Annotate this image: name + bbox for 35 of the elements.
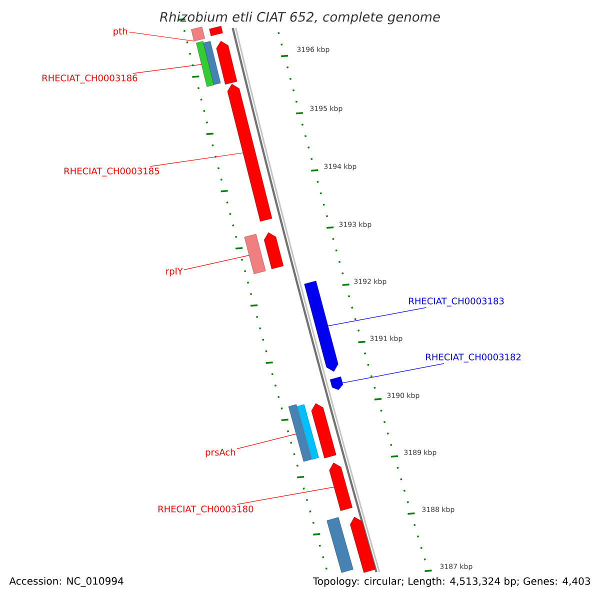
gene-label: pth — [114, 28, 128, 36]
gene-bar — [326, 517, 354, 573]
gene-bar — [311, 403, 336, 458]
gene-bar — [196, 41, 214, 87]
gene-label: RHECIAT_CH0003186 — [42, 74, 138, 84]
gene-label: RHECIAT_CH0003180 — [158, 506, 254, 514]
leader-line — [342, 363, 444, 384]
gene-bar — [209, 26, 223, 36]
gene-bar — [203, 41, 221, 85]
gene-label: prsAch — [206, 448, 236, 458]
gene-bar — [304, 280, 338, 372]
gene-label: RHECIAT_CH0003185 — [64, 168, 159, 176]
gene-bar — [330, 376, 344, 390]
leader-line — [128, 32, 194, 42]
gene-bar — [288, 404, 312, 462]
gene-bar — [244, 234, 266, 274]
gene-label: rplY — [166, 268, 183, 276]
gene-bar — [350, 516, 376, 573]
gene-bar — [216, 40, 238, 84]
accession-text: Accession: NC_010994 — [9, 577, 124, 587]
leader-line — [132, 64, 202, 74]
leader-line — [236, 434, 296, 450]
gene-bar — [297, 404, 319, 460]
gene-bar — [227, 84, 272, 222]
leader-line — [150, 152, 244, 167]
genome-info-text: Topology: circular; Length: 4,513,324 bp; Genes: 4,403 — [312, 577, 590, 587]
leader-line — [184, 255, 250, 270]
gene-label: RHECIAT_CH0003183 — [409, 298, 504, 306]
leader-line — [236, 486, 334, 505]
gene-bar — [329, 462, 352, 511]
gene-bar — [264, 232, 284, 270]
leader-line — [328, 307, 427, 326]
gene-label: RHECIAT_CH0003182 — [426, 354, 521, 362]
gene-bar — [191, 26, 205, 42]
title: Rhizobium etli CIAT 652, complete genome — [160, 12, 440, 24]
